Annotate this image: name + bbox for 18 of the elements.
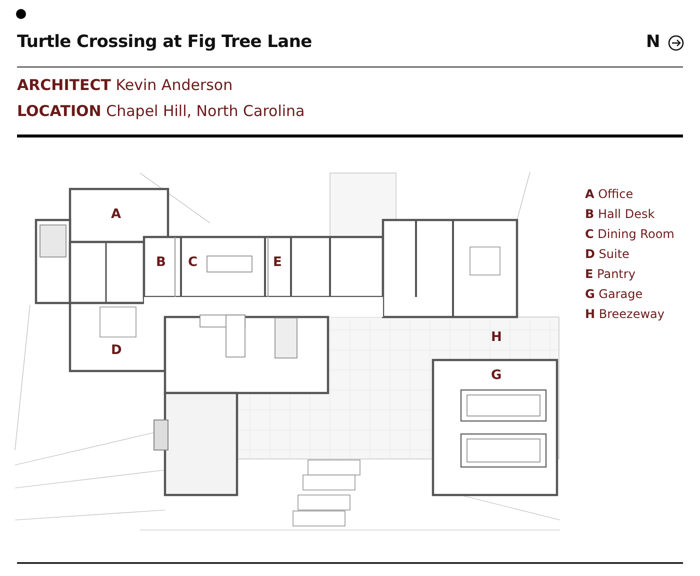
room-letter: D	[111, 343, 122, 358]
key-entry: G Garage	[585, 287, 643, 301]
key-entry: D Suite	[585, 247, 630, 261]
room-letter: A	[111, 207, 122, 222]
credit-line: ARCHITECT Kevin Anderson	[17, 76, 233, 94]
room-letter: E	[273, 255, 282, 270]
room-letter: C	[188, 255, 198, 270]
key-entry: H Breezeway	[585, 307, 664, 321]
credit-line: LOCATION Chapel Hill, North Carolina	[17, 102, 305, 120]
room-letter: H	[491, 330, 502, 345]
key-entry: C Dining Room	[585, 227, 674, 241]
room-letter: G	[491, 368, 502, 383]
room-letter: B	[156, 255, 166, 270]
key-entry: B Hall Desk	[585, 207, 655, 221]
key-entry: E Pantry	[585, 267, 636, 281]
title: Turtle Crossing at Fig Tree Lane	[17, 32, 312, 52]
key-entry: A Office	[585, 187, 634, 201]
north-label: N	[646, 32, 660, 52]
